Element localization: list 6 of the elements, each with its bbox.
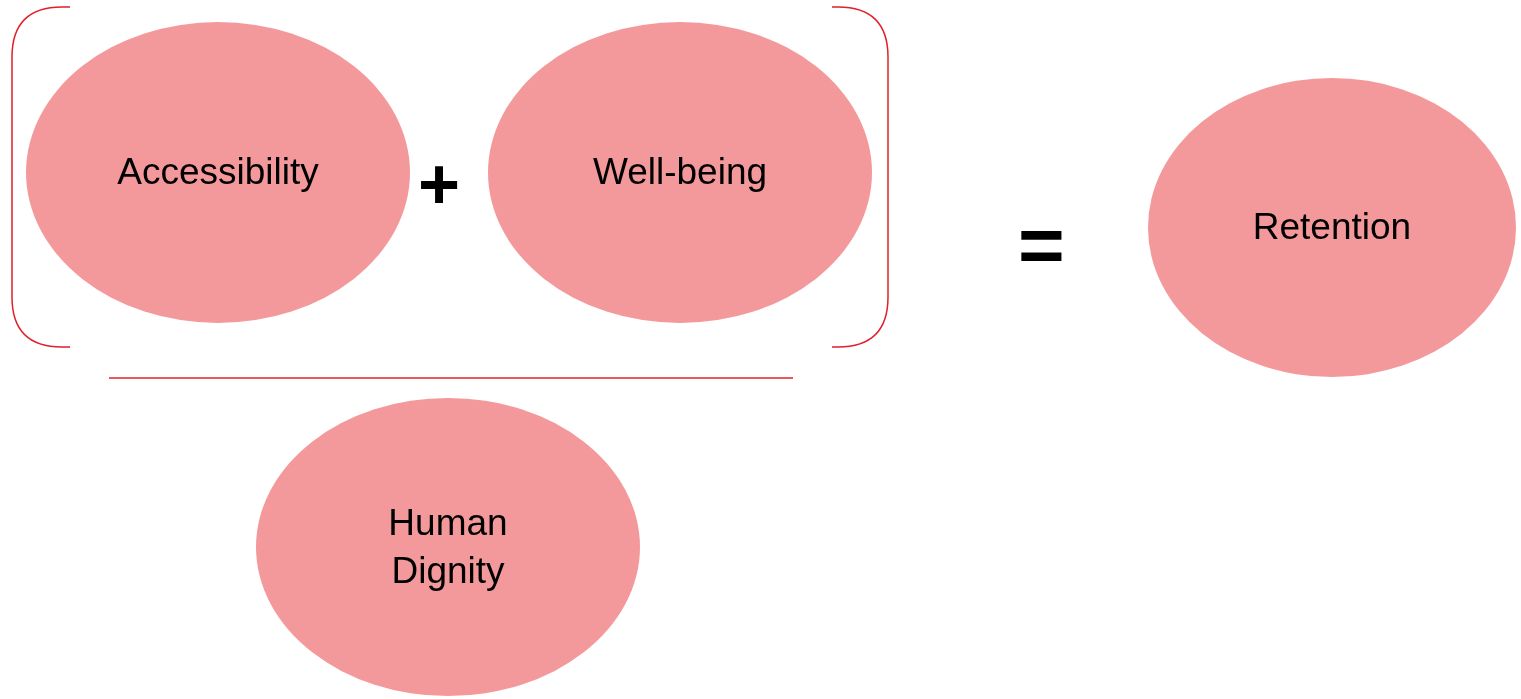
- oval-label: Accessibility: [117, 150, 319, 195]
- oval-label: Human Dignity: [387, 500, 509, 593]
- oval-label: Retention: [1252, 205, 1412, 250]
- oval-label: Well-being: [592, 150, 768, 195]
- equals-sign: =: [1018, 205, 1065, 285]
- plus-sign: +: [418, 148, 461, 220]
